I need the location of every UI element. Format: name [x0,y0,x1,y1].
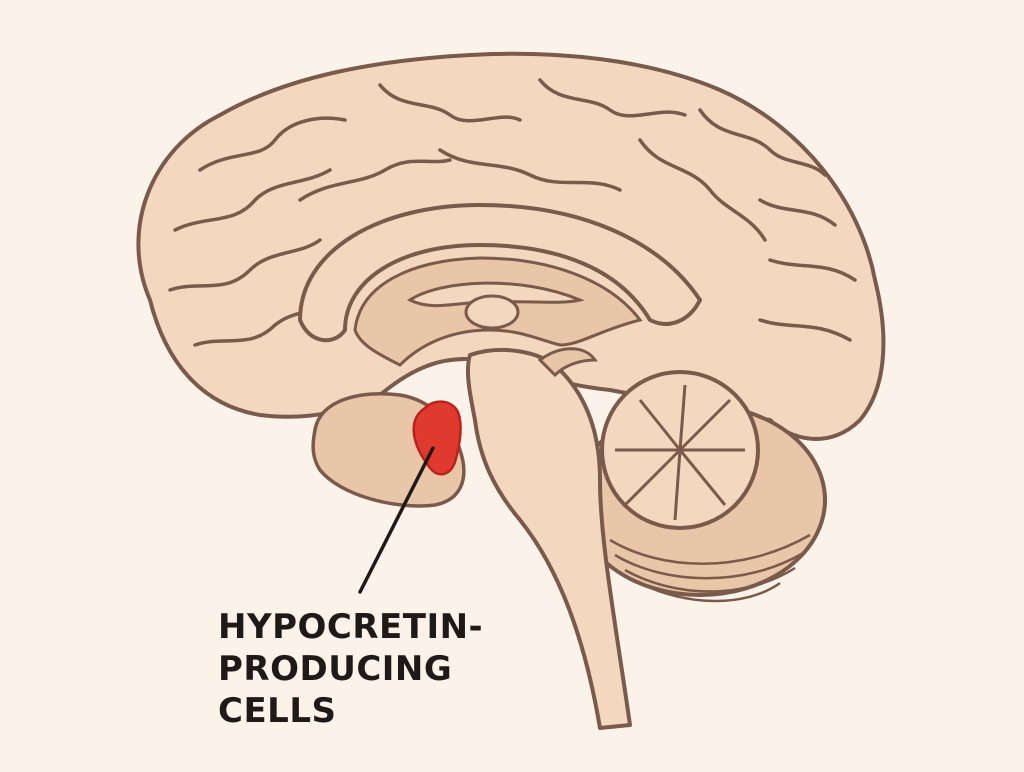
cerebellum [573,370,827,603]
midbrain-fold [537,347,598,378]
brainstem [465,348,632,730]
thalamus [464,294,520,330]
fornix [407,281,585,308]
label-leader-line [358,446,435,594]
label-line-2: PRODUCING [218,649,453,689]
gyri-lines [168,78,857,347]
corpus-callosum [298,203,702,343]
hypocretin-label: HYPOCRETIN- PRODUCING CELLS [218,606,483,732]
label-line-1: HYPOCRETIN- [218,607,484,647]
label-line-3: CELLS [218,691,337,731]
hypocretin-cells-highlight [412,400,462,476]
